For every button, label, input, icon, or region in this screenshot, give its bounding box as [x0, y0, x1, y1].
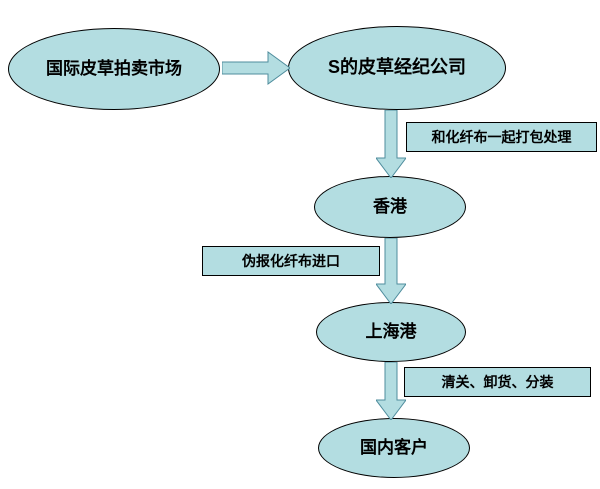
annotation-customs-clearance: 清关、卸货、分装 — [404, 367, 591, 397]
arrow-down-icon — [376, 362, 406, 420]
node-label: 香港 — [373, 196, 407, 216]
node-international-fur-auction-market: 国际皮草拍卖市场 — [8, 28, 220, 110]
node-hongkong: 香港 — [314, 176, 466, 238]
node-shanghai-port: 上海港 — [316, 302, 466, 362]
annotation-label: 清关、卸货、分装 — [441, 374, 554, 390]
arrow-right-icon — [222, 51, 290, 85]
annotation-false-declaration: 伪报化纤布进口 — [202, 246, 380, 276]
arrow-down-icon — [376, 110, 406, 178]
node-label: 上海港 — [365, 321, 417, 341]
node-label: 国际皮草拍卖市场 — [46, 58, 182, 78]
node-s-fur-broker-company: S的皮草经纪公司 — [288, 26, 506, 110]
node-domestic-customers: 国内客户 — [318, 418, 470, 478]
annotation-pack-with-fiber-cloth: 和化纤布一起打包处理 — [406, 122, 597, 152]
arrow-down-icon — [376, 238, 406, 304]
node-label: S的皮草经纪公司 — [327, 57, 466, 78]
annotation-label: 和化纤布一起打包处理 — [431, 129, 572, 145]
node-label: 国内客户 — [360, 437, 428, 457]
annotation-label: 伪报化纤布进口 — [242, 253, 340, 269]
